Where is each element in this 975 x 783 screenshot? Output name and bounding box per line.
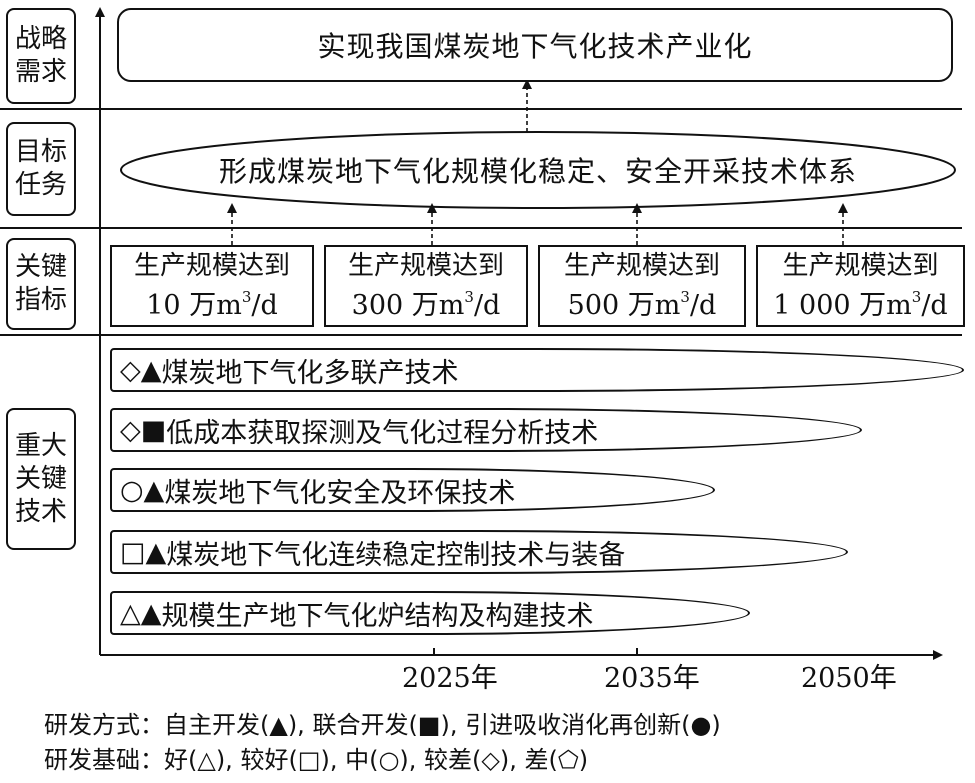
technology-label: 煤炭地下气化多联产技术 bbox=[161, 357, 459, 389]
category-line: 战略 bbox=[14, 24, 67, 54]
indicator-box: 生产规模达到 1 000 万m3/d bbox=[756, 245, 965, 327]
technology-bar: ◇■ 低成本获取探测及气化过程分析技术 bbox=[110, 408, 862, 452]
indicator-box: 生产规模达到 300 万m3/d bbox=[324, 245, 528, 327]
category-line: 任务 bbox=[14, 170, 67, 200]
category-line: 需求 bbox=[14, 57, 67, 87]
indicator-value: 500 bbox=[567, 290, 620, 321]
indicator-value: 10 bbox=[146, 290, 181, 321]
category-line: 关键 bbox=[14, 463, 67, 494]
indicator-value-line: 500 万m3/d bbox=[568, 286, 717, 326]
year-label: 2035年 bbox=[604, 663, 700, 694]
technology-symbols: ○▲ bbox=[120, 474, 165, 506]
technology-symbols: △▲ bbox=[120, 597, 162, 629]
category-target-task: 目标 任务 bbox=[6, 122, 76, 216]
strategic-goal-box: 实现我国煤炭地下气化技术产业化 bbox=[117, 8, 953, 82]
indicator-value-line: 300 万m3/d bbox=[352, 286, 501, 326]
category-line: 指标 bbox=[14, 285, 67, 315]
category-key-indicators: 关键 指标 bbox=[6, 238, 76, 330]
indicator-label: 生产规模达到 bbox=[782, 251, 939, 281]
strategic-goal-text: 实现我国煤炭地下气化技术产业化 bbox=[317, 30, 753, 63]
indicator-unit: 万m bbox=[859, 290, 912, 321]
category-line: 技术 bbox=[14, 496, 67, 527]
indicator-label: 生产规模达到 bbox=[133, 251, 290, 281]
indicator-value-line: 1 000 万m3/d bbox=[773, 286, 947, 326]
indicator-value: 1 000 bbox=[773, 290, 851, 321]
technology-label: 低成本获取探测及气化过程分析技术 bbox=[166, 417, 599, 449]
category-strategic-demand: 战略 需求 bbox=[6, 8, 76, 104]
technology-bar: ◇▲ 煤炭地下气化多联产技术 bbox=[110, 348, 964, 392]
indicator-unit: 万m bbox=[189, 290, 242, 321]
indicator-sup: 3 bbox=[911, 288, 922, 306]
legend-basis: 研发基础：好(△), 较好(□), 中(○), 较差(◇), 差(⬠) bbox=[44, 746, 589, 774]
target-task-text: 形成煤炭地下气化规模化稳定、安全开采技术体系 bbox=[218, 155, 857, 188]
indicator-per: /d bbox=[921, 290, 948, 321]
technology-bar: □▲ 煤炭地下气化连续稳定控制技术与装备 bbox=[110, 530, 848, 574]
technology-symbols: □▲ bbox=[120, 536, 167, 568]
indicator-box: 生产规模达到 10 万m3/d bbox=[110, 245, 314, 327]
category-line: 关键 bbox=[14, 252, 67, 282]
technology-bar: △▲ 规模生产地下气化炉结构及构建技术 bbox=[110, 591, 750, 635]
category-line: 重大 bbox=[14, 430, 67, 461]
technology-symbols: ◇■ bbox=[120, 414, 167, 446]
indicator-sup: 3 bbox=[680, 288, 690, 306]
year-label: 2050年 bbox=[801, 663, 897, 694]
indicator-per: /d bbox=[251, 290, 278, 321]
technology-bar: ○▲ 煤炭地下气化安全及环保技术 bbox=[110, 468, 715, 512]
technology-symbols: ◇▲ bbox=[120, 354, 162, 386]
technology-label: 煤炭地下气化连续稳定控制技术与装备 bbox=[166, 539, 626, 571]
target-ellipse bbox=[120, 131, 956, 209]
indicator-sup: 3 bbox=[464, 288, 474, 306]
year-label: 2025年 bbox=[402, 663, 498, 694]
indicator-per: /d bbox=[689, 290, 717, 321]
category-line: 目标 bbox=[14, 137, 67, 167]
indicator-label: 生产规模达到 bbox=[347, 251, 504, 281]
indicator-unit: 万m bbox=[627, 290, 681, 321]
indicator-value: 300 bbox=[351, 290, 404, 321]
category-major-technologies: 重大 关键 技术 bbox=[6, 408, 76, 550]
indicator-per: /d bbox=[473, 290, 501, 321]
legend-mode: 研发方式：自主开发(▲), 联合开发(■), 引进吸收消化再创新(●) bbox=[44, 711, 721, 739]
indicator-sup: 3 bbox=[241, 288, 252, 306]
indicator-box: 生产规模达到 500 万m3/d bbox=[538, 245, 746, 327]
indicator-label: 生产规模达到 bbox=[563, 251, 720, 281]
indicator-unit: 万m bbox=[411, 290, 465, 321]
technology-label: 规模生产地下气化炉结构及构建技术 bbox=[161, 600, 594, 632]
technology-label: 煤炭地下气化安全及环保技术 bbox=[164, 477, 516, 509]
indicator-value-line: 10 万m3/d bbox=[146, 286, 278, 326]
